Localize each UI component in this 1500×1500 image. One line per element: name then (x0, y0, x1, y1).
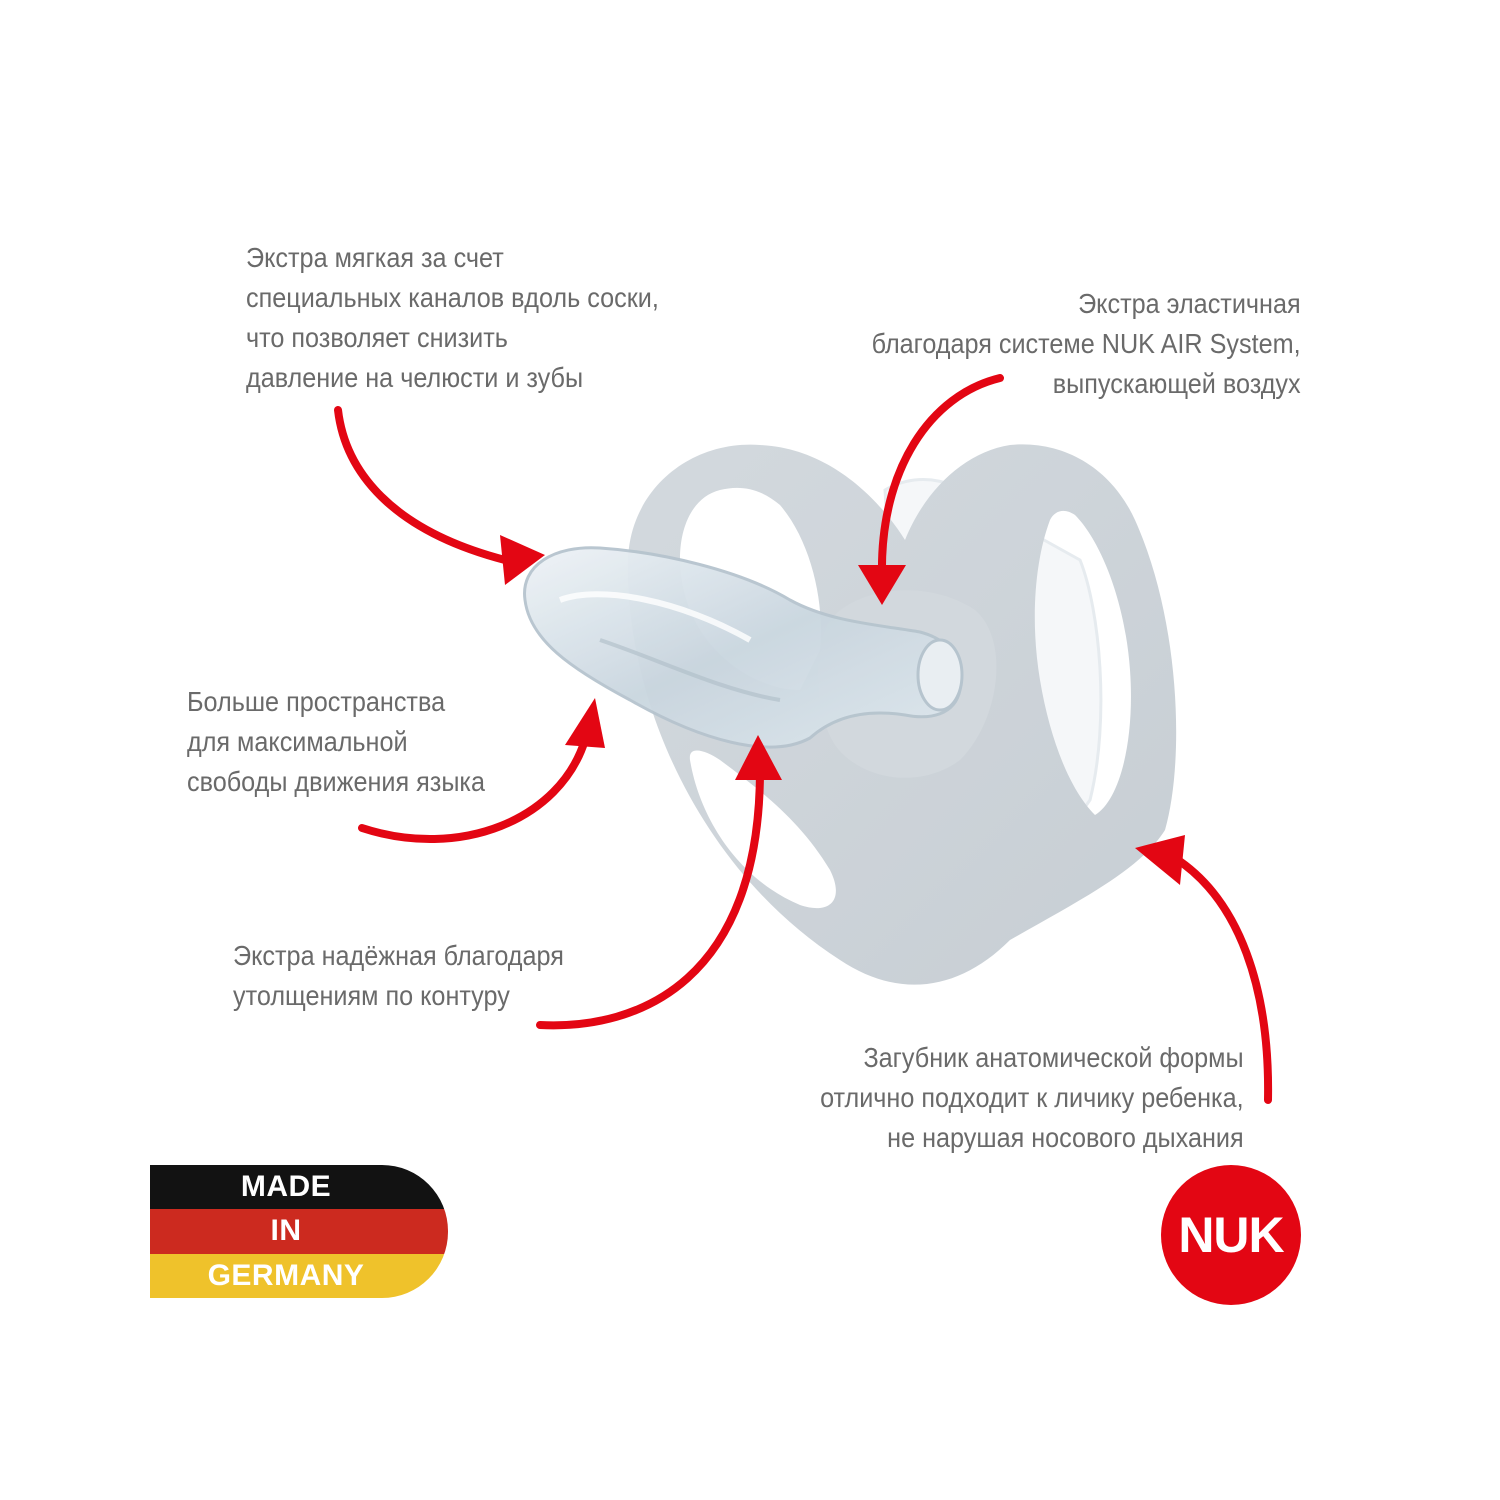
annotation-extra-soft: Экстра мягкая за счет специальных канало… (246, 238, 659, 398)
annotation-line: специальных каналов вдоль соски, (246, 282, 659, 313)
annotation-line: Больше пространства (187, 686, 446, 717)
annotation-anatomic-shield: Загубник анатомической формы отлично под… (820, 1038, 1244, 1158)
arrow-elastic (877, 374, 1004, 579)
badge-stripe-gold: GERMANY (150, 1253, 448, 1298)
annotation-line: давление на челюсти и зубы (246, 362, 584, 393)
arrow-space (358, 736, 589, 844)
nuk-logo: NUK (1161, 1165, 1301, 1305)
annotation-line: Экстра надёжная благодаря (233, 940, 564, 971)
arrow-shield-head (1135, 835, 1185, 885)
annotation-line: отлично подходит к личику ребенка, (820, 1082, 1244, 1113)
nuk-logo-text: NUK (1178, 1207, 1284, 1263)
annotation-line: выпускающей воздух (1053, 368, 1301, 399)
annotation-line: утолщениям по контуру (233, 980, 510, 1011)
annotation-extra-elastic: Экстра эластичная благодаря системе NUK … (872, 284, 1301, 404)
arrow-elastic-head (858, 565, 906, 605)
made-in-germany-badge: MADE IN GERMANY (150, 1165, 448, 1298)
annotation-line: Загубник анатомической формы (863, 1042, 1244, 1073)
badge-text: MADE (240, 1170, 332, 1204)
arrow-shield (1171, 854, 1273, 1104)
annotation-line: не нарушая носового дыхания (887, 1122, 1244, 1153)
badge-stripe-red: IN (150, 1209, 448, 1254)
annotation-line: для максимальной (187, 726, 408, 757)
arrow-space-head (565, 698, 605, 748)
badge-stripe-black: MADE (150, 1165, 448, 1210)
annotation-line: благодаря системе NUK AIR System, (872, 328, 1301, 359)
badge-text: IN (270, 1214, 302, 1248)
arrow-soft (334, 406, 509, 564)
arrow-secure (536, 766, 764, 1030)
annotation-line: что позволяет снизить (246, 322, 508, 353)
arrow-secure-head (735, 735, 782, 780)
annotation-line: Экстра эластичная (1078, 288, 1301, 319)
arrow-soft-head (500, 535, 545, 585)
badge-text: GERMANY (207, 1258, 365, 1292)
annotation-line: Экстра мягкая за счет (246, 242, 504, 273)
annotation-more-space: Больше пространства для максимальной сво… (187, 682, 485, 802)
arrows (334, 374, 1273, 1104)
nipple (523, 546, 964, 749)
annotation-line: свободы движения языка (187, 766, 486, 797)
annotation-extra-secure: Экстра надёжная благодаря утолщениям по … (233, 936, 564, 1016)
